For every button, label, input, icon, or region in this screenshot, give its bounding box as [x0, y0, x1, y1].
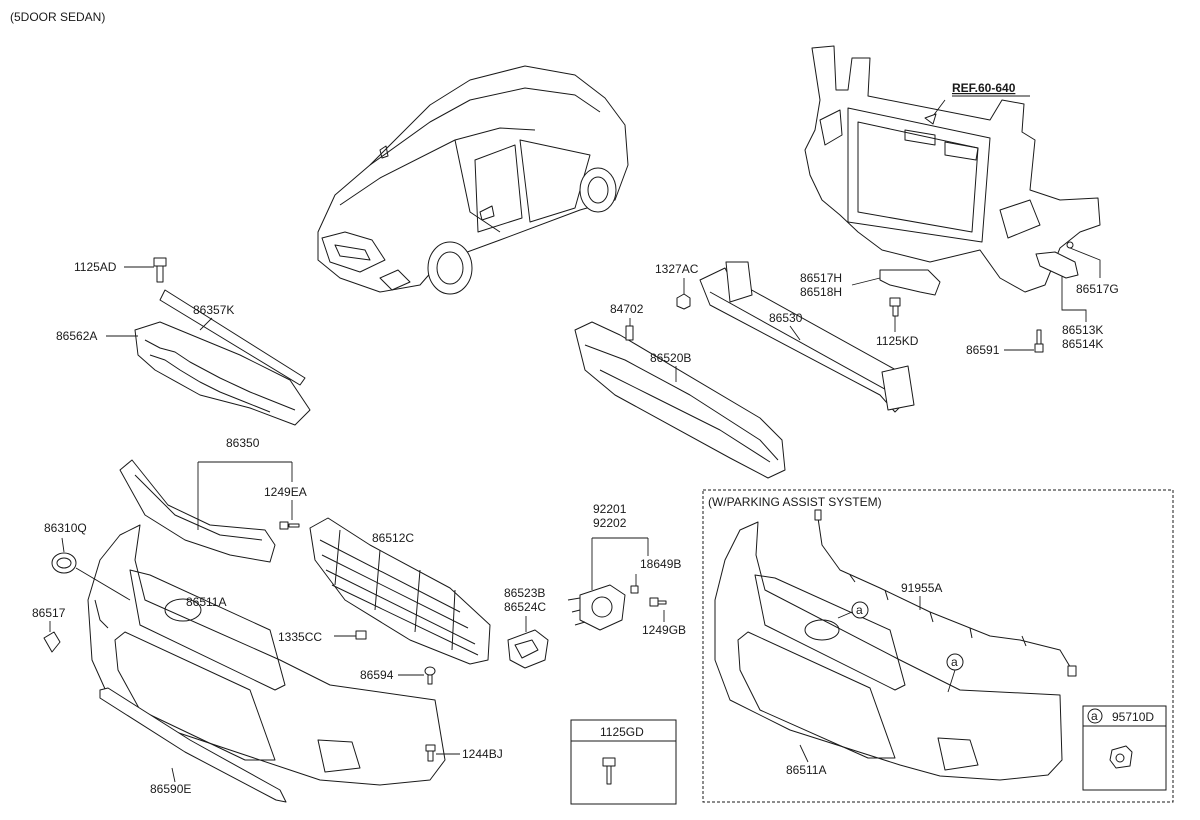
bolt-1244BJ-icon	[425, 744, 436, 762]
label-18649B: 18649B	[640, 557, 681, 571]
parking-title: (W/PARKING ASSIST SYSTEM)	[708, 495, 882, 509]
bolt-box-label: 1125GD	[600, 725, 644, 739]
parking-assist-panel	[702, 489, 1174, 803]
label-86357K: 86357K	[193, 303, 234, 317]
upper-grille	[134, 289, 311, 426]
label-91955A: 91955A	[901, 581, 942, 595]
label-86511A: 86511A	[186, 595, 226, 609]
lower-strip	[99, 687, 287, 803]
label-86517H: 86517H	[800, 271, 842, 285]
label-86517G: 86517G	[1076, 282, 1119, 296]
label-1327AC: 1327AC	[655, 262, 699, 276]
nut-1327AC-icon	[676, 293, 691, 310]
bracket-86517H	[879, 269, 941, 296]
tow-hook-cover	[43, 631, 61, 653]
label-86523B: 86523B	[504, 586, 545, 600]
label-86520B: 86520B	[650, 351, 691, 365]
label-86513K: 86513K	[1062, 323, 1103, 337]
clip-1335CC-icon	[355, 630, 367, 640]
label-92202: 92202	[593, 516, 627, 530]
label-86524C: 86524C	[504, 600, 546, 614]
label-1249EA: 1249EA	[264, 485, 307, 499]
grille-molding-edge	[134, 474, 263, 541]
callout-a1-badge	[851, 601, 869, 619]
label-86514K: 86514K	[1062, 337, 1103, 351]
label-1335CC: 1335CC	[278, 630, 322, 644]
label-84702: 84702	[610, 302, 644, 316]
label-86594: 86594	[360, 668, 394, 682]
label-86518H: 86518H	[800, 285, 842, 299]
screw-18649B-icon	[630, 585, 639, 594]
bolt-1249GB-icon	[649, 597, 667, 607]
sensor-callout-badge	[1087, 708, 1103, 724]
variant-title: (5DOOR SEDAN)	[10, 10, 105, 24]
car-illustration	[317, 65, 629, 295]
label-86512C: 86512C	[372, 531, 414, 545]
energy-absorber	[574, 321, 786, 479]
bolt-box	[570, 719, 677, 805]
grille-molding	[119, 459, 276, 563]
lower-grille	[309, 517, 491, 665]
sensor-ref-letter: a	[1091, 709, 1098, 723]
label-parking-86511A: 86511A	[786, 763, 826, 777]
radiator-support	[804, 45, 1101, 293]
label-86562A: 86562A	[56, 329, 97, 343]
label-92201: 92201	[593, 502, 627, 516]
label-1244BJ: 1244BJ	[462, 747, 503, 761]
label-1125KD: 1125KD	[876, 334, 919, 348]
clip-84702-icon	[625, 325, 634, 341]
label-86590E: 86590E	[150, 782, 191, 796]
bolt-86591-icon	[1034, 329, 1044, 353]
label-86530: 86530	[769, 311, 803, 325]
fog-lamp-bezel	[507, 629, 549, 669]
bumper-beam	[699, 261, 915, 413]
screw-1249EA-icon	[279, 521, 300, 530]
label-86517: 86517	[32, 606, 66, 620]
bolt-86594-icon	[424, 666, 436, 685]
label-86591: 86591	[966, 343, 1000, 357]
callout-a2: a	[951, 655, 958, 669]
emblem	[51, 552, 77, 574]
bolt-1125KD-icon	[889, 297, 901, 317]
sensor-part-label: 95710D	[1112, 710, 1154, 724]
label-1249GB: 1249GB	[642, 623, 686, 637]
sensor-harness	[814, 509, 1077, 677]
clip-86517G-icon	[1066, 241, 1074, 249]
label-86350: 86350	[226, 436, 260, 450]
bolt-1125GD-icon	[602, 757, 616, 785]
parking-sensor-icon	[1109, 745, 1133, 769]
bolt-1125AD-icon	[153, 257, 167, 283]
parking-bumper	[714, 521, 1063, 781]
ref-label: REF.60-640	[952, 81, 1016, 95]
label-86310Q: 86310Q	[44, 521, 87, 535]
fog-lamp	[567, 584, 626, 631]
callout-a1: a	[856, 603, 863, 617]
emblem-inner	[56, 557, 72, 569]
ref-arrow-icon	[924, 113, 937, 125]
label-1125AD: 1125AD	[74, 260, 117, 274]
bracket-86513K	[1035, 251, 1079, 279]
